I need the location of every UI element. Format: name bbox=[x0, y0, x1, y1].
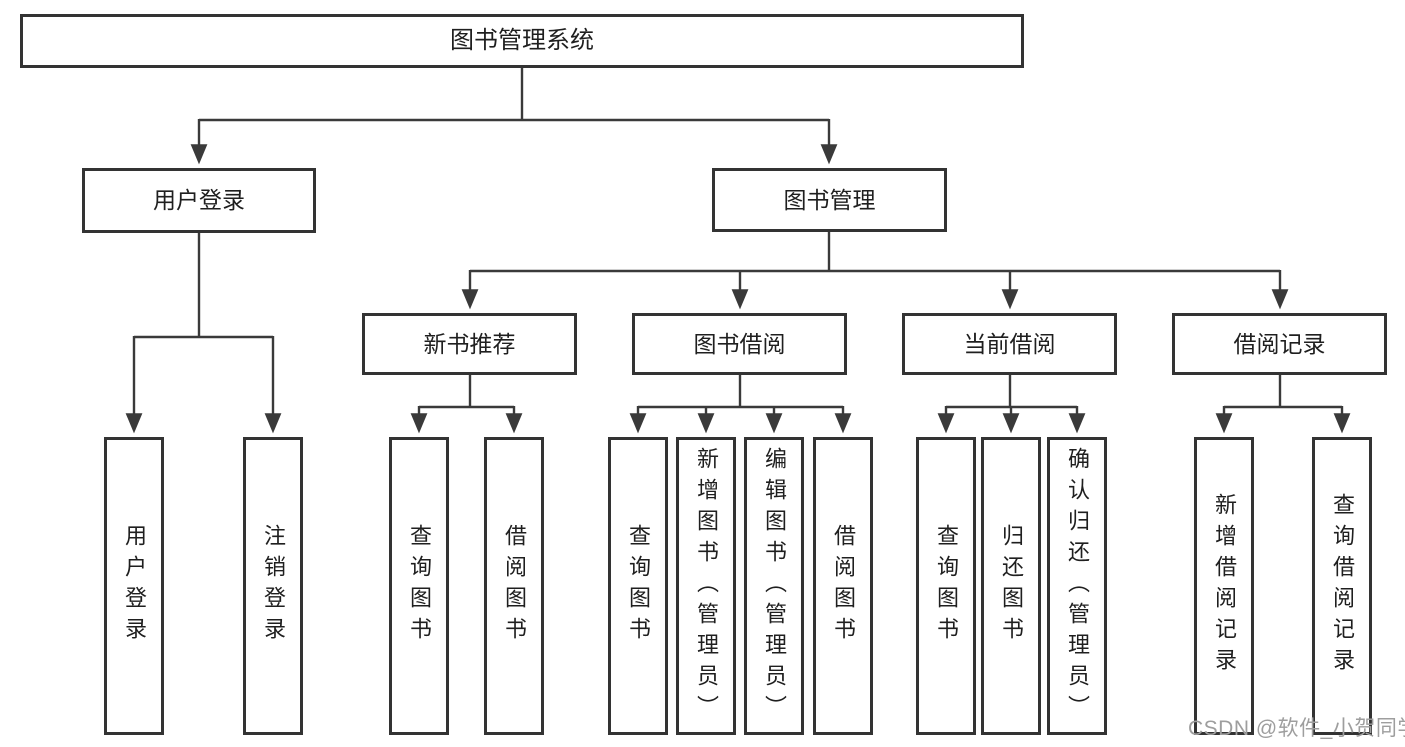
node-book-management: 图书管理 bbox=[712, 168, 947, 232]
leaf-add-book-admin: 新增图书（管理员） bbox=[676, 437, 736, 735]
node-current-borrowing: 当前借阅 bbox=[902, 313, 1117, 375]
node-new-book-recommendation: 新书推荐 bbox=[362, 313, 577, 375]
leaf-borrow-books: 借阅图书 bbox=[484, 437, 544, 735]
leaf-logout: 注销登录 bbox=[243, 437, 303, 735]
leaf-query-books: 查询图书 bbox=[916, 437, 976, 735]
leaf-confirm-return-admin: 确认归还（管理员） bbox=[1047, 437, 1107, 735]
csdn-watermark: CSDN @软件_小贺同学 bbox=[1188, 717, 1405, 740]
node-library-management-system: 图书管理系统 bbox=[20, 14, 1024, 68]
leaf-return-books: 归还图书 bbox=[981, 437, 1041, 735]
leaf-user-login: 用户登录 bbox=[104, 437, 164, 735]
leaf-add-borrow-record: 新增借阅记录 bbox=[1194, 437, 1254, 735]
node-borrowing-records: 借阅记录 bbox=[1172, 313, 1387, 375]
leaf-query-books: 查询图书 bbox=[608, 437, 668, 735]
leaf-edit-book-admin: 编辑图书（管理员） bbox=[744, 437, 804, 735]
node-user-login: 用户登录 bbox=[82, 168, 316, 233]
node-book-borrowing: 图书借阅 bbox=[632, 313, 847, 375]
leaf-borrow-books: 借阅图书 bbox=[813, 437, 873, 735]
leaf-query-borrow-record: 查询借阅记录 bbox=[1312, 437, 1372, 735]
leaf-query-books: 查询图书 bbox=[389, 437, 449, 735]
